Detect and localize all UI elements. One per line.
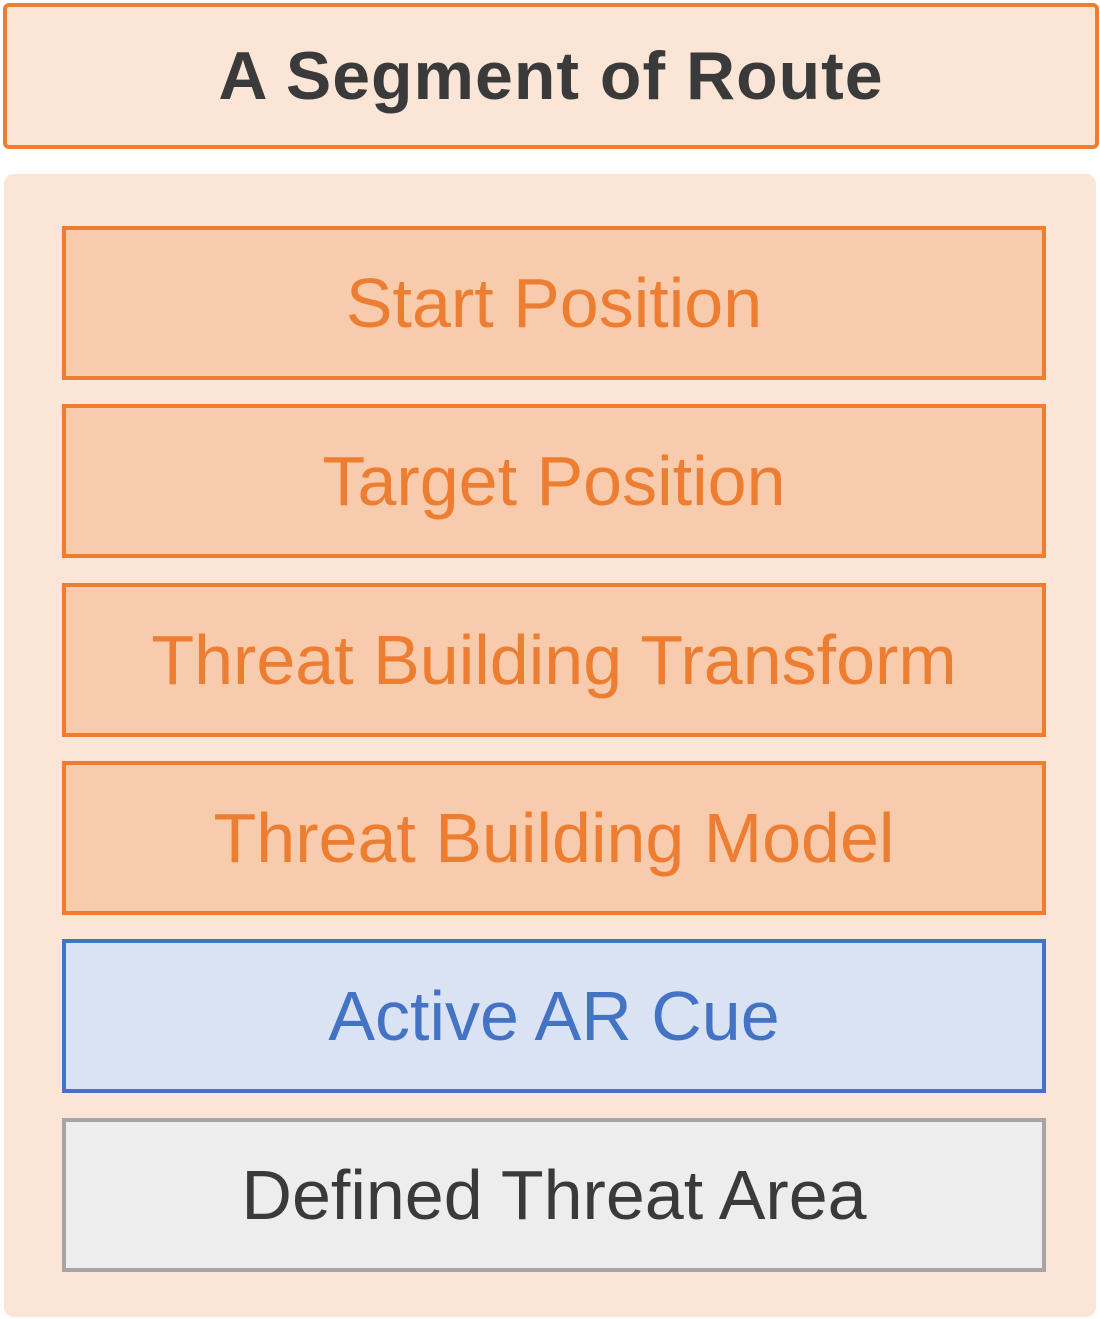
threat-building-model-box: Threat Building Model xyxy=(62,761,1046,915)
target-position-label: Target Position xyxy=(322,442,786,520)
threat-building-model-label: Threat Building Model xyxy=(213,799,895,877)
route-segment-title: A Segment of Route xyxy=(218,38,884,114)
defined-threat-area-label: Defined Threat Area xyxy=(241,1156,867,1234)
active-ar-cue-label: Active AR Cue xyxy=(328,977,780,1055)
target-position-box: Target Position xyxy=(62,404,1046,558)
defined-threat-area-box: Defined Threat Area xyxy=(62,1118,1046,1272)
threat-building-transform-box: Threat Building Transform xyxy=(62,583,1046,737)
start-position-label: Start Position xyxy=(345,264,763,342)
threat-building-transform-label: Threat Building Transform xyxy=(151,621,957,699)
active-ar-cue-box: Active AR Cue xyxy=(62,939,1046,1093)
route-segment-title-box: A Segment of Route xyxy=(3,3,1099,149)
start-position-box: Start Position xyxy=(62,226,1046,380)
